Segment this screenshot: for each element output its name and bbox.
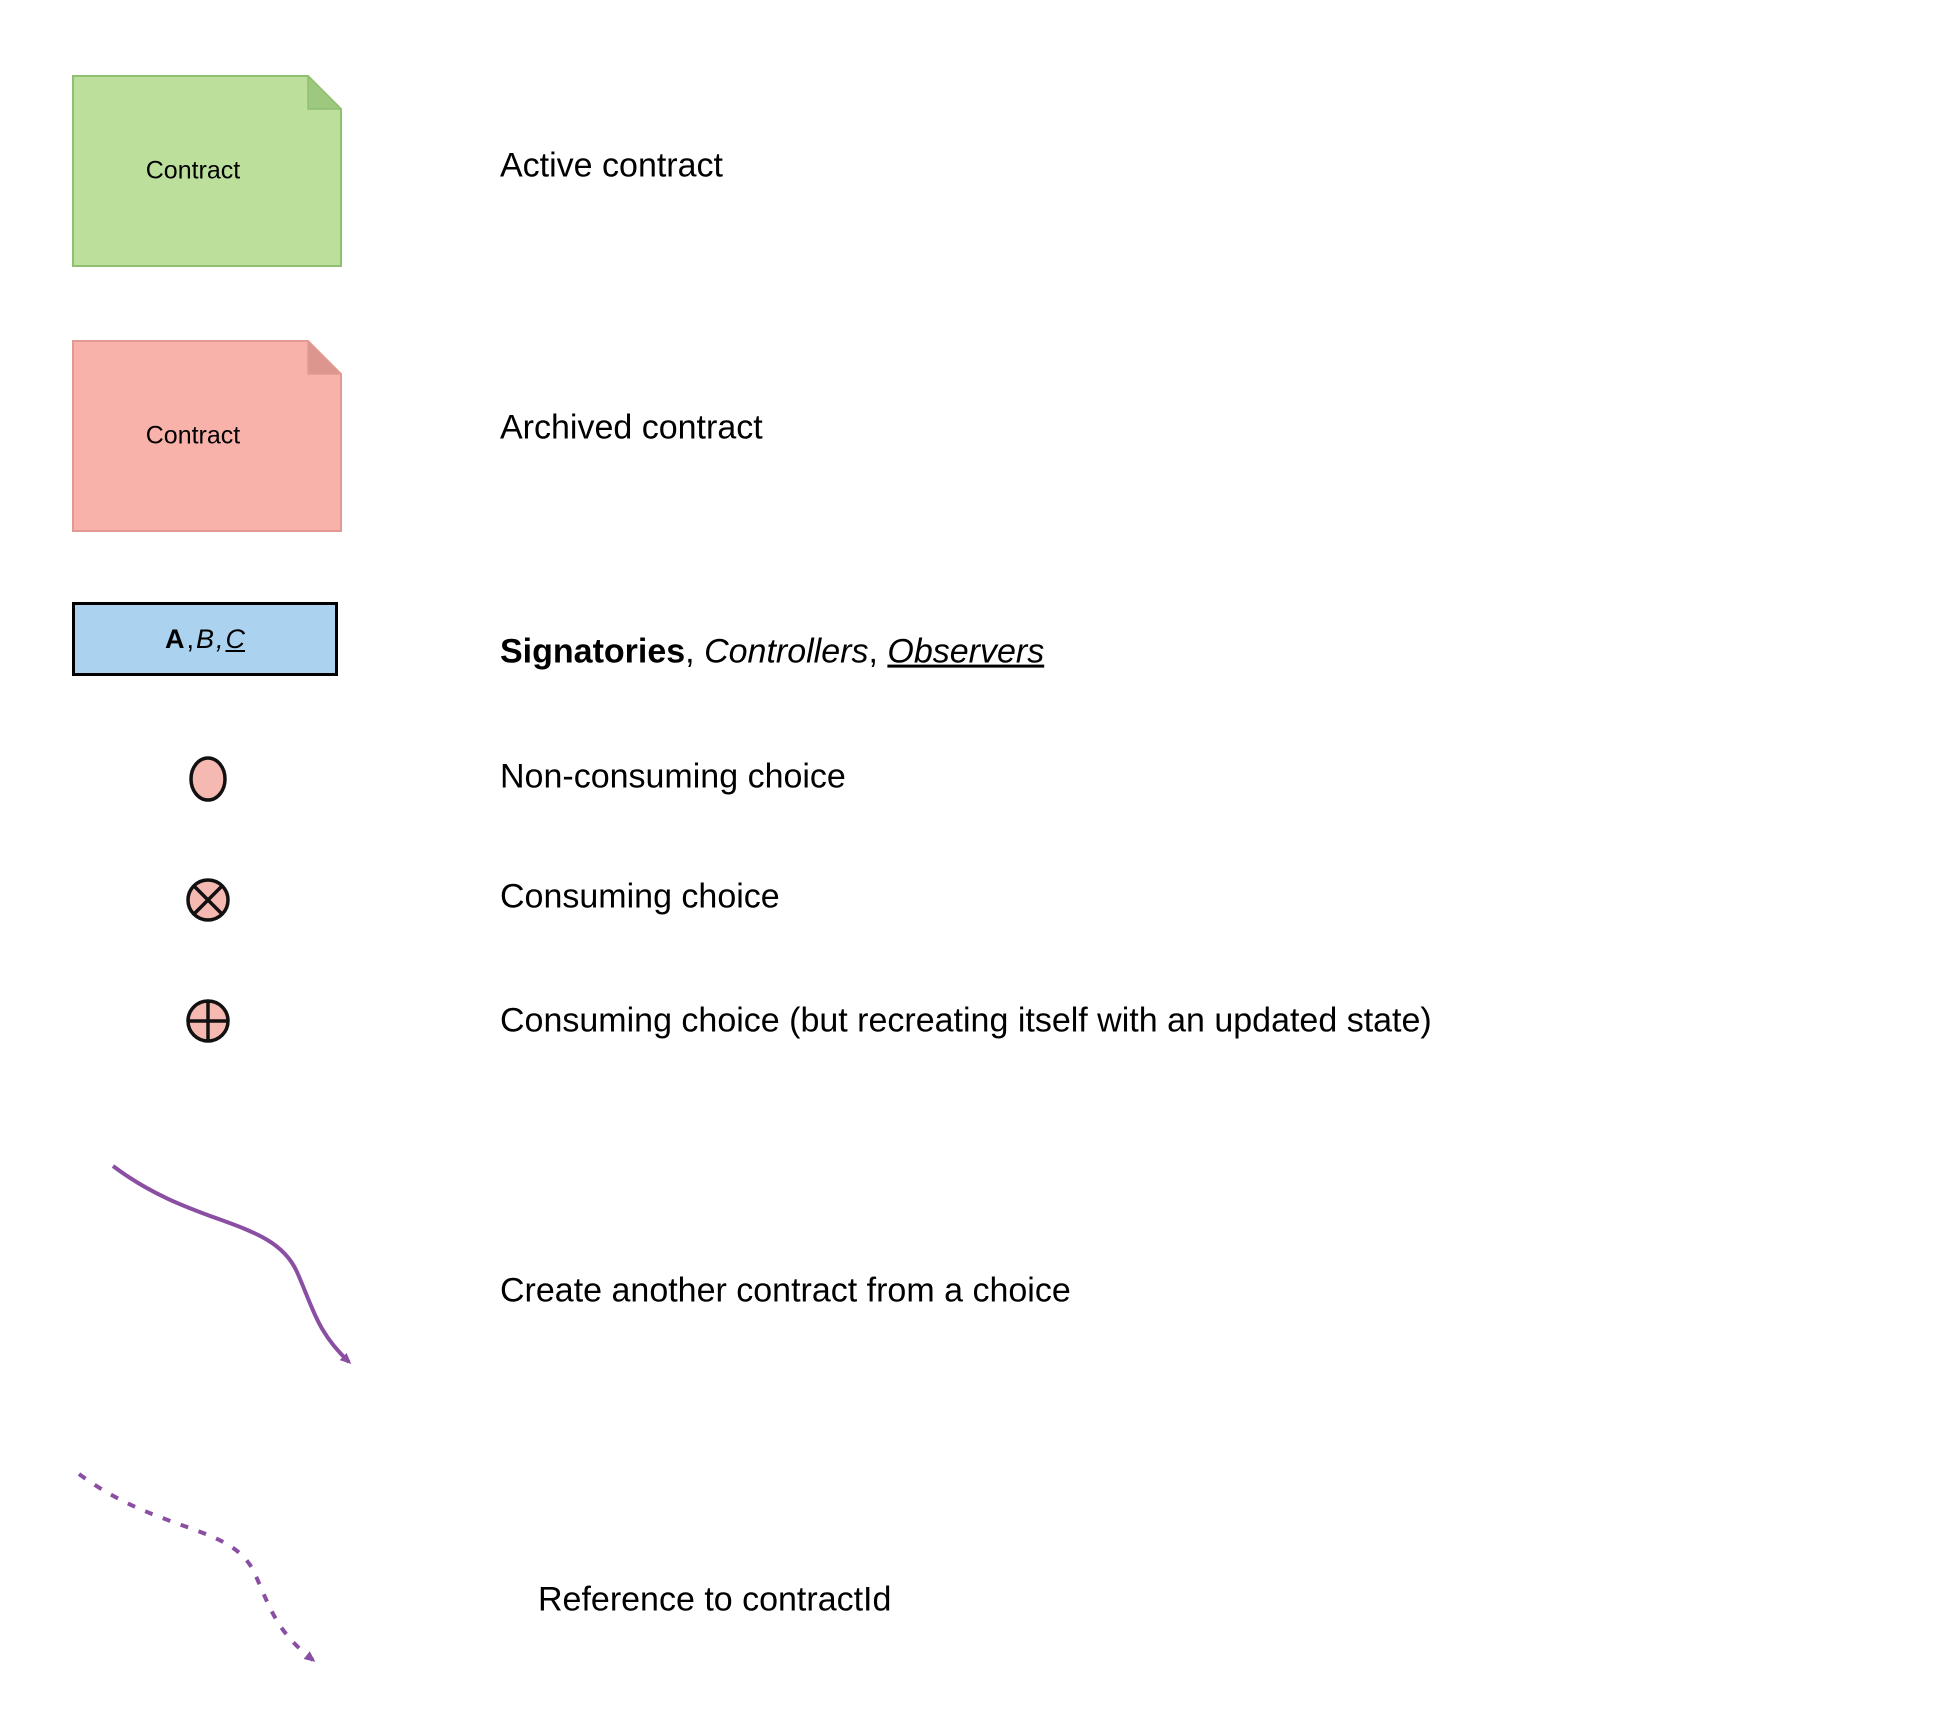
consuming-recreating-choice-icon: [184, 997, 232, 1045]
signatories-label: Signatories: [500, 632, 686, 671]
create-contract-arrow-label: Create another contract from a choice: [500, 1271, 1071, 1310]
consuming-choice-icon: [184, 876, 232, 924]
party-c: C: [225, 623, 246, 654]
reference-arrow-icon: [65, 1462, 355, 1682]
observers-label: Observers: [887, 632, 1045, 671]
archived-contract-label: Archived contract: [500, 408, 763, 447]
party-b: B: [195, 623, 214, 654]
parties-label-sep1: ,: [685, 632, 705, 671]
parties-box-icon: A, B, C: [72, 602, 338, 676]
party-sep1: ,: [186, 623, 194, 654]
active-contract-document-icon: Contract: [72, 75, 342, 267]
document-green-icon: [72, 75, 342, 267]
party-sep2: ,: [216, 623, 224, 654]
parties-label-sep2: ,: [868, 632, 888, 671]
consuming-choice-label: Consuming choice: [500, 877, 780, 916]
parties-label: Signatories, Controllers, Observers: [500, 632, 1044, 673]
controllers-label: Controllers: [704, 632, 869, 671]
party-a: A: [164, 623, 185, 654]
archived-contract-document-icon: Contract: [72, 340, 342, 532]
active-contract-icon-label: Contract: [145, 156, 241, 185]
archived-contract-icon-label: Contract: [145, 421, 241, 450]
active-contract-label: Active contract: [500, 146, 723, 185]
document-red-icon: [72, 340, 342, 532]
non-consuming-choice-icon: [186, 754, 230, 804]
consuming-recreating-choice-label: Consuming choice (but recreating itself …: [500, 1001, 1432, 1040]
non-consuming-choice-label: Non-consuming choice: [500, 757, 846, 796]
create-contract-arrow-icon: [85, 1150, 385, 1380]
reference-arrow-label: Reference to contractId: [538, 1580, 892, 1619]
